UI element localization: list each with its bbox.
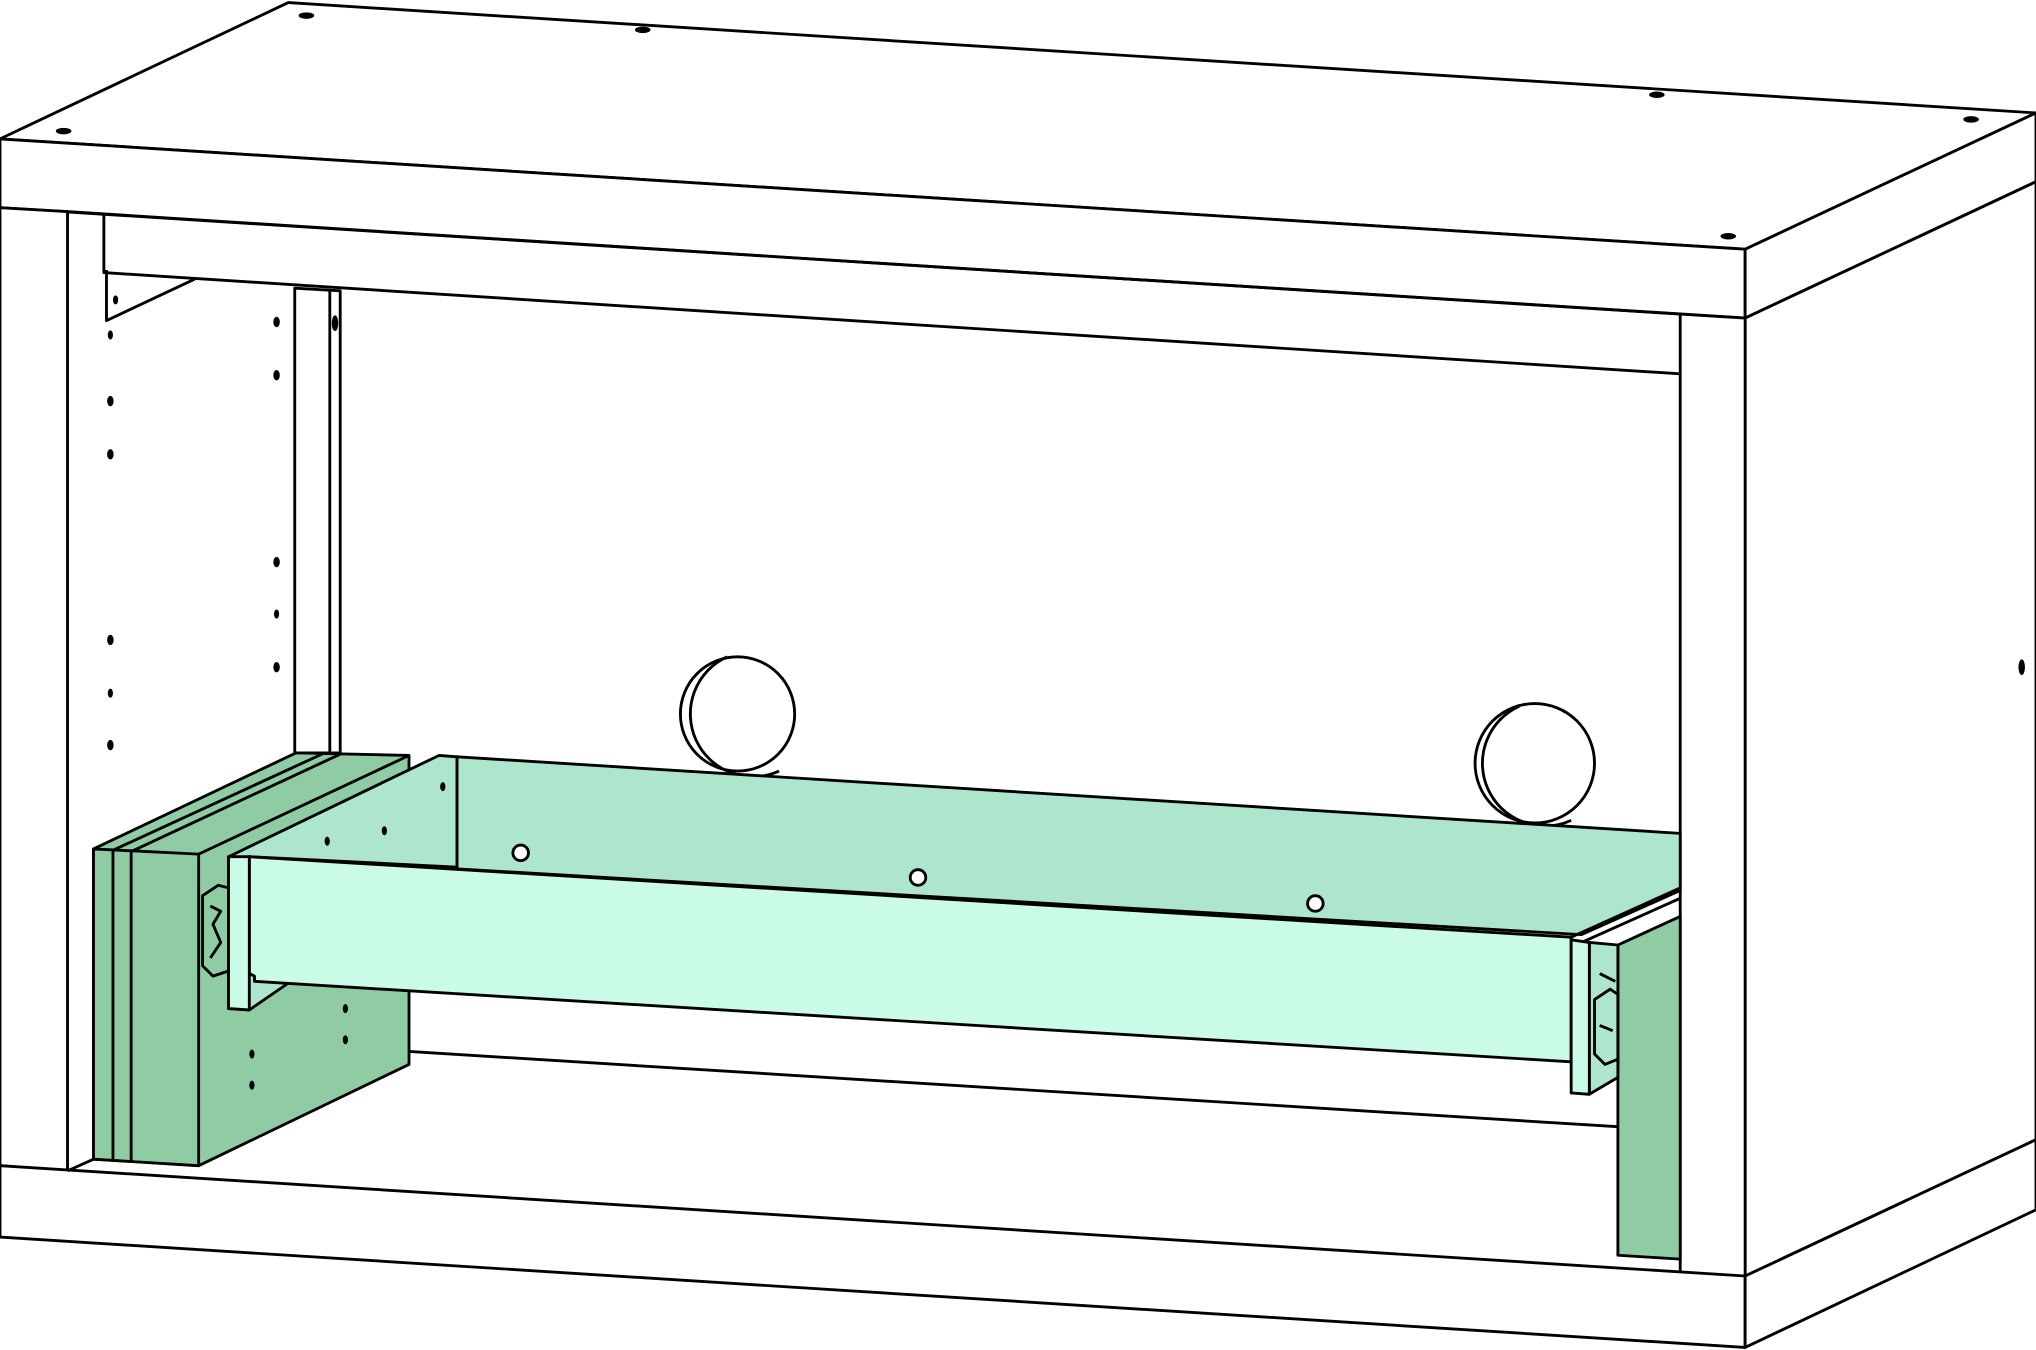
top-stretcher: [102, 214, 1681, 376]
mounting-holes: [55, 12, 2025, 751]
right-drawer-runner: [1569, 915, 1682, 1261]
left-side-front-edge: [0, 206, 69, 1173]
right-side-outer-face: [1743, 180, 2036, 1278]
drawer-back-panel: [247, 755, 1682, 937]
bottom-panel-front-edge: [0, 1164, 1747, 1349]
cable-grommet-left: [678, 655, 797, 779]
back-corner: [105, 270, 196, 323]
bottom-left-edge: [66, 1157, 95, 1173]
drawer-front-left-edge: [227, 855, 251, 1012]
top-panel-side-edge: [1743, 111, 2036, 320]
cable-grommet-right: [1473, 702, 1596, 828]
bottom-panel-side-edge: [1743, 1138, 2036, 1349]
drawer: [227, 754, 1682, 1064]
right-side-front-edge: [1678, 312, 1747, 1281]
back-vertical-strip: [293, 286, 342, 755]
inner-top-line: [67, 210, 1681, 316]
bottom-back-rail: [408, 1050, 1618, 1129]
